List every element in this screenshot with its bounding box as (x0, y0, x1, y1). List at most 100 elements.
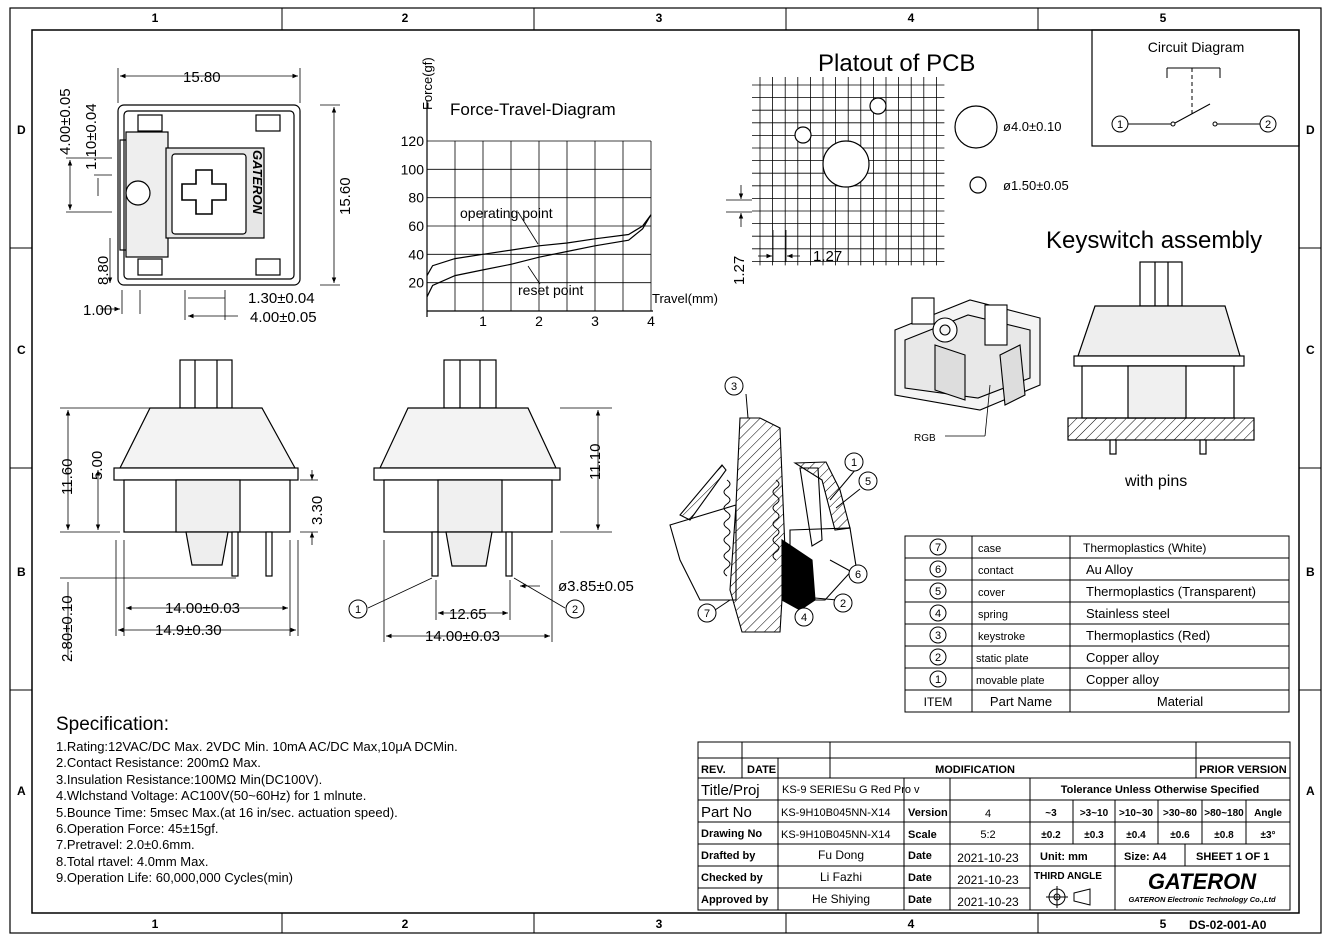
sheet-frame (9, 7, 1322, 934)
tb-doc-no: DS-02-001-A0 (1189, 918, 1267, 932)
tb-tol-range-4: >30~80 (1163, 808, 1197, 819)
circuit-pin-1: 1 (1117, 119, 1123, 131)
parts-material-2: Copper alloy (1086, 650, 1159, 665)
parts-header-item: ITEM (924, 695, 953, 709)
with-pins-caption: with pins (1124, 473, 1187, 490)
force-tick-label: 100 (401, 161, 425, 177)
side-dim-pin-dia: ø3.85±0.05 (558, 578, 634, 595)
dim-width: 15.80 (183, 69, 221, 86)
parts-item-7: 7 (935, 542, 941, 554)
small-hole-dim: ø1.50±0.05 (1003, 178, 1069, 193)
tb-drafted-value: Fu Dong (818, 848, 864, 862)
tb-tol-value-4: ±0.6 (1170, 830, 1190, 841)
tb-approved-label: Approved by (701, 894, 769, 906)
tb-date-label-3: Date (908, 894, 932, 906)
tb-unit: Unit: mm (1040, 851, 1088, 863)
dim-1-00: 1.00 (83, 302, 112, 319)
parts-name-7: case (978, 543, 1001, 555)
tb-tol-range-6: Angle (1254, 808, 1282, 819)
dim-height: 15.60 (337, 177, 354, 215)
tb-scale-label: Scale (908, 829, 937, 841)
assembly-title: Keyswitch assembly (1046, 227, 1262, 254)
section-callout-2: 2 (840, 598, 846, 610)
col-label-3-bottom: 3 (656, 917, 663, 931)
tb-date-3: 2021-10-23 (957, 895, 1019, 909)
top-view: GATERON 15.80 4.00±0.05 1.10±0.04 15.60 … (57, 68, 354, 326)
dim-8-80: 8.80 (95, 256, 112, 285)
parts-material-7: Thermoplastics (White) (1083, 541, 1206, 555)
tb-drafted-label: Drafted by (701, 850, 756, 862)
travel-tick-label: 3 (591, 313, 599, 329)
operating-point-leader (517, 211, 539, 245)
tb-tol-range-5: >80~180 (1204, 808, 1244, 819)
section-callout-7: 7 (704, 608, 710, 620)
dim-4-00: 4.00±0.05 (57, 88, 74, 155)
parts-item-5: 5 (935, 586, 941, 598)
row-label-c-right: C (1306, 343, 1315, 357)
tb-tol-range-1: ~3 (1045, 808, 1057, 819)
tb-checked-label: Checked by (701, 872, 764, 884)
side-dim-14: 14.00±0.03 (425, 628, 500, 645)
tb-date-2: 2021-10-23 (957, 873, 1019, 887)
tb-drawing-label: Drawing No (701, 828, 762, 840)
pcb-title: Platout of PCB (818, 50, 975, 77)
section-callout-4: 4 (801, 612, 807, 624)
row-label-b: B (17, 565, 26, 579)
tb-date-label-1: Date (908, 850, 932, 862)
row-label-d: D (17, 123, 26, 137)
tb-rev-label: REV. (701, 764, 726, 776)
rgb-label: RGB (914, 433, 936, 444)
tb-date-label-2: Date (908, 872, 932, 884)
force-tick-label: 60 (408, 218, 424, 234)
specification-block: Specification: 1.Rating:12VAC/DC Max. 2V… (56, 714, 616, 887)
tb-company-name: GATERON Electronic Technology Co.,Ltd (1128, 895, 1276, 904)
tb-part-value: KS-9H10B045NN-X14 (781, 807, 890, 819)
keyswitch-assembly: Keyswitch assembly RGB with pins (894, 227, 1262, 490)
parts-header-name: Part Name (990, 694, 1052, 709)
tb-version-value: 4 (985, 808, 991, 820)
circuit-pin-2: 2 (1265, 119, 1271, 131)
side-callout-2: 2 (572, 604, 578, 616)
row-label-b-right: B (1306, 565, 1315, 579)
parts-material-4: Stainless steel (1086, 606, 1170, 621)
tb-prior-version-label: PRIOR VERSION (1199, 764, 1286, 776)
frame-labels: 1 2 3 4 5 1 2 3 4 5 D C B A D C B A (17, 11, 1315, 931)
col-label-5-bottom: 5 (1160, 917, 1167, 931)
tb-company-logo: GATERON (1148, 869, 1257, 894)
spec-item: 1.Rating:12VAC/DC Max. 2VDC Min. 10mA AC… (56, 739, 458, 754)
force-tick-label: 20 (408, 275, 424, 291)
force-diagram-title: Force-Travel-Diagram (450, 100, 616, 119)
spec-item: 7.Pretravel: 2.0±0.6mm. (56, 837, 195, 853)
parts-item-4: 4 (935, 608, 941, 620)
tb-tol-value-5: ±0.8 (1214, 830, 1234, 841)
spec-item: 9.Operation Life: 60,000,000 Cycles(min) (56, 870, 294, 886)
row-label-c: C (17, 343, 26, 357)
spec-item: 6.Operation Force: 45±15gf. (56, 821, 219, 837)
force-tick-label: 120 (401, 133, 425, 149)
front-dim-3-30: 3.30 (309, 496, 326, 525)
tb-tol-value-2: ±0.3 (1084, 830, 1104, 841)
tb-tol-range-3: >10~30 (1119, 808, 1153, 819)
force-tick-label: 40 (408, 246, 424, 262)
tb-checked-value: Li Fazhi (820, 870, 862, 884)
tb-size: Size: A4 (1124, 851, 1167, 863)
side-callout-1: 1 (355, 604, 361, 616)
pcb-pitch-x: 1.27 (813, 248, 842, 265)
tb-date-label: DATE (747, 764, 776, 776)
tb-part-label: Part No (701, 804, 752, 821)
specification-title: Specification: (56, 714, 170, 735)
front-dim-height: 11.60 (59, 459, 76, 495)
section-callout-3: 3 (731, 381, 737, 393)
section-callout-5: 5 (865, 476, 871, 488)
parts-material-6: Au Alloy (1086, 562, 1133, 577)
pcb-layout: Platout of PCB ø4.0±0.10 ø1.50±0.05 1.27… (726, 50, 1069, 285)
front-dim-14-9: 14.9±0.30 (155, 622, 222, 639)
tb-approved-value: He Shiying (812, 892, 870, 906)
top-view-logo: GATERON (250, 150, 265, 215)
col-label-2: 2 (402, 11, 409, 25)
tb-version-label: Version (908, 807, 948, 819)
dim-1-10: 1.10±0.04 (83, 103, 100, 170)
travel-axis-label: Travel(mm) (652, 291, 718, 306)
tb-date-1: 2021-10-23 (957, 851, 1019, 865)
